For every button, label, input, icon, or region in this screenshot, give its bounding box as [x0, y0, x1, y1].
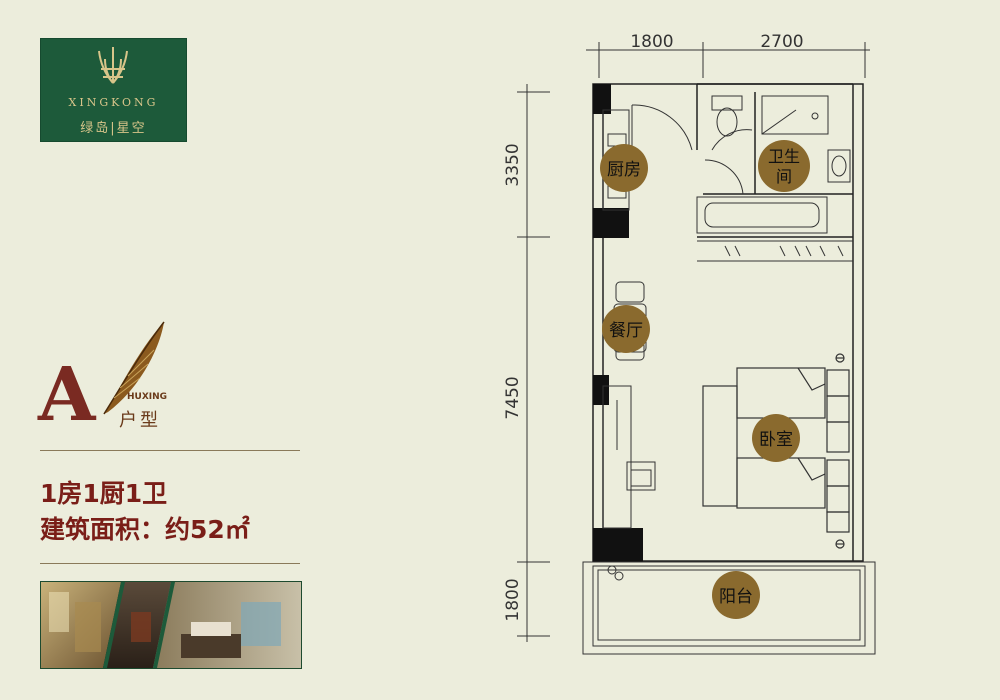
dining-label: 餐厅: [609, 321, 643, 341]
desk-unit: [602, 385, 656, 529]
balcony-label: 阳台: [719, 587, 753, 607]
bathroom-label-line2: 间: [776, 167, 792, 186]
dimension-left-middle: 7450: [503, 376, 523, 419]
brand-name-en: XINGKONG: [68, 96, 159, 109]
dimension-left-top: 3350: [503, 143, 523, 186]
room-label-dining: 餐厅: [602, 305, 650, 353]
divider-top: [40, 450, 300, 451]
kitchen-label: 厨房: [607, 160, 641, 180]
walls: [592, 83, 864, 562]
bathroom-label-line1: 卫生: [768, 147, 800, 166]
wall-column: [593, 528, 643, 562]
dimension-top-right: 2700: [760, 32, 803, 52]
interior-photos-image: [41, 582, 301, 668]
balcony-walls: [582, 561, 876, 655]
dimension-top-left: 1800: [630, 32, 673, 52]
bathroom-fixtures: [696, 95, 853, 262]
bedroom-label: 卧室: [759, 430, 793, 450]
grass-emblem-icon: [98, 47, 128, 84]
dimension-lines: [517, 42, 870, 642]
dimension-left-bottom: 1800: [503, 578, 523, 621]
unit-type-letter: A: [38, 352, 96, 438]
brand-logo: XINGKONG 绿岛|星空: [40, 38, 187, 142]
room-label-balcony: 阳台: [712, 571, 760, 619]
unit-type-label-cn: 户型: [119, 410, 161, 431]
room-label-kitchen: 厨房: [600, 144, 648, 192]
divider-bottom: [40, 563, 300, 564]
unit-type-label-en: HUXING: [127, 392, 168, 402]
room-layout-spec: 1房1厨1卫: [40, 479, 168, 508]
brand-name-cn: 绿岛|星空: [80, 121, 147, 136]
feather-icon: [103, 321, 165, 415]
wall-column: [593, 84, 611, 114]
wall-column: [593, 375, 609, 405]
room-label-bedroom: 卧室: [752, 414, 800, 462]
wall-column: [593, 208, 629, 238]
interior-photo-strip: [40, 581, 302, 669]
floor-area-spec: 建筑面积：约52㎡: [40, 515, 250, 544]
room-label-bathroom: 卫生 间: [758, 140, 810, 192]
